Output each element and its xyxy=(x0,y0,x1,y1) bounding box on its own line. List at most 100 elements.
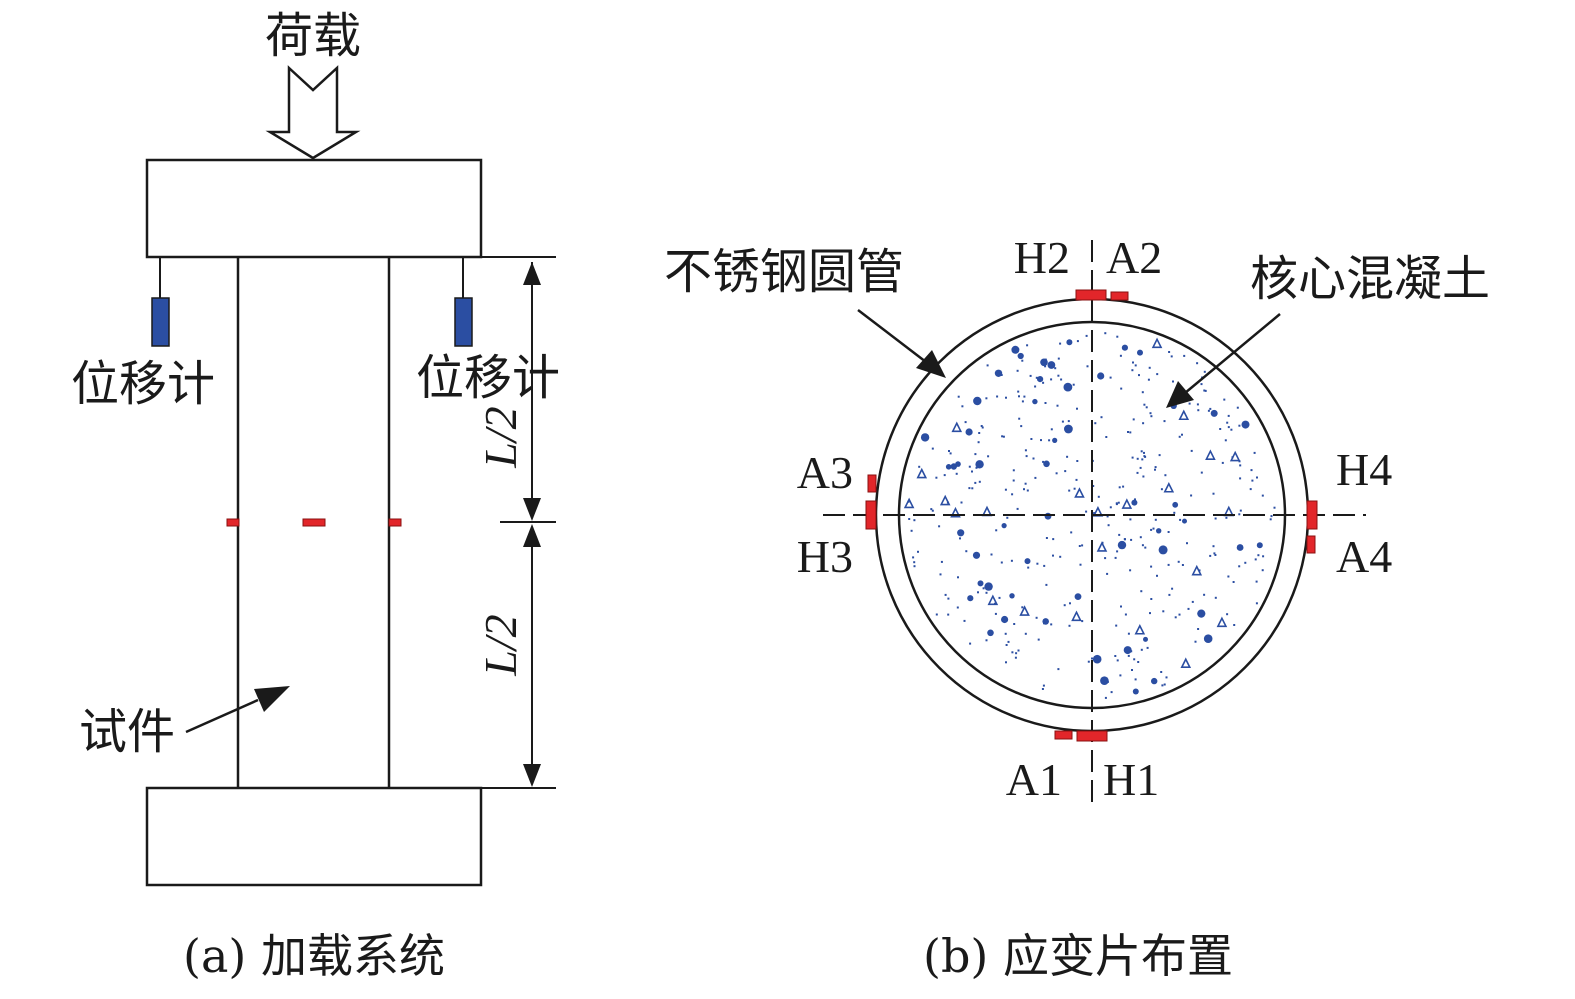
aggregate-speck xyxy=(1150,415,1153,418)
aggregate-speck xyxy=(1097,495,1100,498)
aggregate-speck xyxy=(1172,501,1179,508)
aggregate-speck xyxy=(1172,380,1174,383)
aggregate-speck xyxy=(1178,435,1181,438)
aggregate-speck xyxy=(1168,351,1171,353)
aggregate-speck xyxy=(1052,538,1055,541)
aggregate-speck xyxy=(1196,403,1199,406)
aggregate-speck xyxy=(1064,470,1067,473)
aggregate-speck xyxy=(1021,606,1024,609)
aggregate-speck xyxy=(950,506,961,518)
aggregate-speck xyxy=(977,441,980,444)
aggregate-speck xyxy=(1059,555,1062,558)
aggregate-speck xyxy=(1120,387,1123,390)
aggregate-speck xyxy=(1040,358,1048,367)
aggregate-speck xyxy=(990,553,993,556)
aggregate-speck xyxy=(1109,506,1112,509)
strain-gauge-a4 xyxy=(1306,535,1316,554)
aggregate-speck xyxy=(1134,498,1136,501)
aggregate-speck xyxy=(1146,646,1149,649)
aggregate-speck xyxy=(1104,557,1107,560)
aggregate-speck xyxy=(1143,636,1148,642)
aggregate-speck xyxy=(1017,352,1024,360)
aggregate-speck xyxy=(1110,691,1113,694)
aggregate-speck xyxy=(978,480,981,483)
aggregate-speck xyxy=(1129,518,1132,521)
tube-pointer-line xyxy=(857,309,927,363)
aggregate-speck xyxy=(935,476,938,479)
aggregate-speck xyxy=(975,460,984,469)
aggregate-speck xyxy=(1141,391,1144,394)
aggregate-speck xyxy=(955,472,958,475)
aggregate-speck xyxy=(1131,499,1138,506)
aggregate-speck xyxy=(1052,437,1058,443)
aggregate-speck xyxy=(1004,632,1007,635)
aggregate-speck xyxy=(1178,409,1190,421)
aggregate-speck xyxy=(1249,488,1252,491)
specimen-label: 试件 xyxy=(79,704,175,760)
aggregate-speck xyxy=(1066,455,1069,458)
aggregate-speck xyxy=(1241,420,1250,429)
aggregate-speck xyxy=(1074,593,1082,600)
aggregate-speck xyxy=(1024,482,1027,485)
aggregate-speck xyxy=(1066,339,1073,346)
aggregate-speck xyxy=(1076,340,1079,343)
aggregate-speck xyxy=(1073,487,1076,490)
aggregate-speck xyxy=(1239,464,1242,467)
aggregate-speck xyxy=(1168,593,1171,596)
aggregate-speck xyxy=(1251,479,1254,482)
aggregate-speck xyxy=(974,453,977,456)
strain-gauge-left xyxy=(226,518,240,527)
aggregate-speck xyxy=(1150,528,1153,531)
aggregate-speck xyxy=(960,501,963,504)
aggregate-speck xyxy=(1121,344,1128,351)
dimension-lower-top-arrowhead xyxy=(523,524,541,547)
aggregate-speck xyxy=(912,556,915,559)
aggregate-speck xyxy=(1181,433,1183,436)
aggregate-speck xyxy=(1238,424,1241,427)
aggregate-speck xyxy=(956,606,959,609)
aggregate-speck xyxy=(1005,396,1007,399)
aggregate-speck xyxy=(1134,364,1137,367)
aggregate-speck xyxy=(1121,498,1133,509)
gauge-label-a2: A2 xyxy=(1106,232,1162,283)
specimen-pointer-arrowhead xyxy=(254,686,290,712)
aggregate-speck xyxy=(1171,587,1174,590)
aggregate-speck xyxy=(984,582,993,591)
aggregate-speck xyxy=(1011,493,1014,496)
aggregate-speck xyxy=(1129,431,1132,434)
aggregate-speck xyxy=(1076,460,1079,462)
aggregate-speck xyxy=(1262,555,1265,558)
aggregate-speck xyxy=(1030,438,1033,440)
aggregate-speck xyxy=(1081,544,1084,547)
aggregate-speck xyxy=(1052,554,1054,557)
aggregate-speck xyxy=(1214,517,1217,520)
aggregate-speck xyxy=(1203,370,1206,373)
aggregate-speck xyxy=(1004,488,1007,491)
aggregate-speck xyxy=(1048,439,1051,442)
aggregate-speck xyxy=(1032,398,1038,405)
aggregate-speck xyxy=(1174,616,1177,619)
aggregate-speck xyxy=(945,464,952,470)
aggregate-speck xyxy=(1204,389,1207,392)
aggregate-speck xyxy=(1124,613,1127,616)
aggregate-speck xyxy=(1236,406,1239,409)
aggregate-speck xyxy=(975,466,978,469)
aggregate-speck xyxy=(1085,510,1088,513)
aggregate-speck xyxy=(1209,407,1212,410)
aggregate-speck xyxy=(1116,659,1119,662)
aggregate-speck xyxy=(1087,660,1090,663)
aggregate-speck xyxy=(1078,545,1081,547)
aggregate-speck xyxy=(1203,593,1206,596)
specimen-pointer-line xyxy=(185,698,259,734)
aggregate-speck xyxy=(1021,400,1024,403)
gauge-label-h2: H2 xyxy=(1014,232,1070,283)
aggregate-speck xyxy=(1127,654,1130,657)
aggregate-speck xyxy=(1197,628,1200,630)
aggregate-speck xyxy=(1255,580,1258,583)
aggregate-speck xyxy=(1140,648,1143,651)
aggregate-speck xyxy=(1130,650,1133,653)
aggregate-speck xyxy=(1037,376,1044,383)
aggregate-speck xyxy=(1165,676,1168,679)
aggregate-speck xyxy=(1191,600,1194,603)
